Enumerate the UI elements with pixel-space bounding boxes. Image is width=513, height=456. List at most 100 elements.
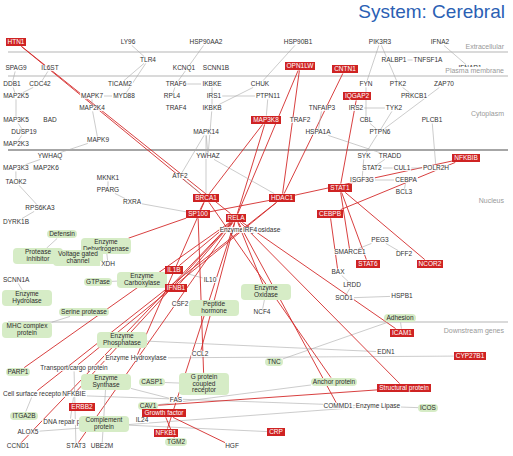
gene-node: CBL — [359, 117, 374, 124]
gene-node: MAPK7 — [80, 93, 104, 100]
gene-node: CUL1 — [393, 165, 412, 172]
gene-label: YWHAZ — [196, 152, 219, 159]
highlighted-gene: Growth factor — [142, 409, 185, 418]
gene-label: IRS1 — [207, 92, 221, 99]
gene-node: RPL4 — [163, 93, 181, 100]
highlighted-gene: OPN1LW — [285, 62, 316, 71]
gene-label: HDAC1 — [271, 194, 293, 201]
gene-label: CEBPA — [395, 176, 417, 183]
gene-label: MAP3K8 — [253, 116, 279, 123]
gene-label: FAS — [170, 396, 182, 403]
gene-label: Serine protease — [61, 308, 107, 315]
gene-node: TNFAIP3 — [308, 105, 336, 112]
gene-label: NFKB1 — [156, 429, 177, 436]
gene-node: PLCB1 — [421, 117, 444, 124]
compartment-label: Plasma membrane — [444, 67, 505, 74]
gene-node: Enzyme Hydroxylase — [104, 355, 167, 362]
gene-node: LY96 — [120, 39, 137, 46]
interaction-line — [284, 73, 343, 193]
gene-node: POLR2H — [422, 165, 450, 172]
gene-label: HSPA1A — [305, 128, 330, 135]
gene-node: IRS2 — [348, 105, 364, 112]
gene-label: HTN1 — [8, 38, 25, 45]
category-cluster: Peptide hormone — [189, 300, 239, 316]
gene-label: TRAF2 — [290, 116, 311, 123]
interaction-line — [22, 46, 231, 213]
gene-label: Enzyme Synthase — [92, 374, 119, 388]
gene-label: Protease inhibitor — [25, 248, 51, 262]
compartment-label: Cytoplasm — [470, 110, 505, 117]
interaction-line — [341, 192, 350, 248]
gene-node: TICAM2 — [107, 81, 133, 88]
gene-label: GTPase — [86, 278, 110, 285]
interaction-line — [209, 202, 331, 377]
category-cluster: Defensin — [47, 230, 77, 239]
category-cluster: CASP1 — [139, 378, 164, 387]
gene-label: BCL3 — [396, 188, 412, 195]
highlighted-gene: ERBB2 — [69, 403, 94, 412]
gene-node: PTK2 — [389, 81, 407, 88]
interaction-line — [13, 71, 15, 80]
category-cluster: GTPase — [84, 278, 112, 287]
gene-node: UBE2M — [90, 443, 114, 450]
gene-label: TNFAIP3 — [309, 104, 335, 111]
interaction-line — [383, 168, 393, 169]
gene-label: CCND1 — [7, 442, 29, 449]
interaction-line — [104, 96, 112, 97]
gene-node: ATF2 — [171, 173, 188, 180]
category-cluster: Enzyme Phosphatase — [97, 332, 147, 348]
gene-label: MAPK14 — [193, 128, 219, 135]
gene-label: TICAM2 — [108, 80, 132, 87]
interaction-line — [19, 185, 37, 204]
interaction-line — [222, 96, 255, 97]
category-cluster: Enzyme Hydrolase — [2, 290, 52, 306]
category-cluster: TNC — [265, 358, 282, 367]
gene-label: LRDD — [343, 281, 361, 288]
gene-node: PEG3 — [370, 237, 389, 244]
highlighted-gene: IQGAP2 — [343, 92, 371, 101]
highlighted-gene: BRCA1 — [193, 194, 219, 203]
gene-node: TRAF6 — [165, 81, 188, 88]
gene-label: BAD — [43, 116, 56, 123]
gene-label: IRF4 — [243, 226, 257, 233]
interaction-line — [240, 222, 399, 383]
interaction-line — [165, 382, 179, 384]
gene-label: HGF — [225, 442, 239, 449]
interaction-line — [238, 70, 298, 213]
gene-node: NFKBIE — [61, 391, 86, 398]
gene-node: TLR4 — [139, 57, 157, 64]
highlighted-gene: CYP27B1 — [454, 352, 487, 361]
gene-label: CBL — [360, 116, 373, 123]
gene-label: ICAM1 — [392, 329, 412, 336]
gene-node: PIK3R3 — [368, 39, 392, 46]
gene-node: SYK — [356, 153, 371, 160]
interaction-line — [201, 222, 235, 350]
gene-node: TRAF2 — [289, 117, 312, 124]
category-cluster: ICOS — [418, 404, 438, 413]
gene-node: HSP90AA2 — [189, 39, 224, 46]
gene-node: FAS — [169, 397, 183, 404]
gene-node: HGF — [224, 443, 240, 450]
gene-label: SCNN1A — [3, 276, 29, 283]
interaction-line — [93, 111, 98, 136]
gene-label: Growth factor — [144, 409, 183, 416]
gene-label: DDB1 — [3, 80, 20, 87]
band-line — [8, 322, 508, 323]
interaction-line — [432, 123, 435, 164]
gene-node: CCND1 — [6, 443, 30, 450]
gene-label: Enzyme Phosphatase — [103, 332, 141, 346]
interaction-line — [147, 341, 376, 351]
gene-node: TNFSF1A — [413, 57, 444, 64]
gene-node: MAP2K4 — [78, 105, 106, 112]
gene-node: Enzyme Lipase — [355, 403, 401, 410]
highlighted-gene: HTN1 — [6, 38, 27, 47]
interaction-line — [26, 397, 32, 411]
gene-node: SCNN1A — [2, 277, 30, 284]
gene-node: BCL3 — [395, 189, 413, 196]
gene-label: STAT2 — [362, 164, 381, 171]
gene-node: MAP3K5 — [2, 117, 30, 124]
gene-label: CSF2 — [172, 300, 189, 307]
gene-node: COMMD1 — [323, 403, 354, 410]
highlighted-gene: NFKB1 — [154, 429, 179, 438]
gene-node: MAP2K5 — [2, 93, 30, 100]
